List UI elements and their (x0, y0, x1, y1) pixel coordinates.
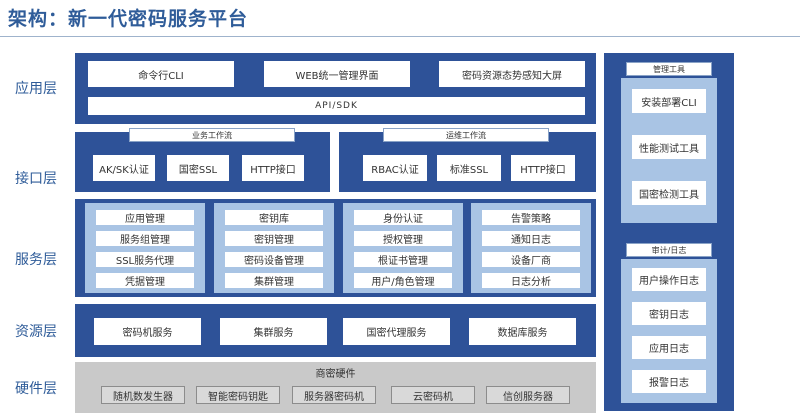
resource-item: 数据库服务 (469, 318, 576, 345)
service-item: 日志分析 (481, 272, 581, 289)
layer-label-interface: 接口层 (15, 171, 57, 187)
service-item: 授权管理 (353, 230, 453, 247)
resource-item: 国密代理服务 (343, 318, 450, 345)
tools-group: 安装部署CLI 性能测试工具 国密检测工具 (621, 78, 717, 223)
interface-item-http-ops: HTTP接口 (511, 155, 575, 181)
app-item-web: WEB统一管理界面 (264, 61, 410, 87)
app-item-dashboard: 密码资源态势感知大屏 (439, 61, 585, 87)
audit-item: 报警日志 (631, 369, 707, 394)
layer-label-service: 服务层 (15, 252, 57, 268)
service-layer-band: 应用管理 服务组管理 SSL服务代理 凭据管理 密钥库 密钥管理 密码设备管理 … (75, 199, 596, 297)
hardware-item: 信创服务器 (486, 386, 570, 404)
service-item: 密钥库 (224, 209, 324, 226)
service-item: 凭据管理 (95, 272, 195, 289)
interface-item-std-ssl: 标准SSL (437, 155, 501, 181)
tool-item: 国密检测工具 (631, 180, 707, 206)
business-flow-title: 业务工作流 (129, 128, 295, 142)
service-item: 设备厂商 (481, 251, 581, 268)
hardware-title: 商密硬件 (315, 369, 356, 380)
hardware-item: 服务器密码机 (292, 386, 376, 404)
interface-item-rbac: RBAC认证 (363, 155, 427, 181)
audit-group: 用户操作日志 密钥日志 应用日志 报警日志 (621, 259, 717, 403)
app-layer-band: 命令行CLI WEB统一管理界面 密码资源态势感知大屏 API/SDK (75, 53, 596, 124)
hardware-item: 智能密码钥匙 (196, 386, 280, 404)
ops-flow-band: 运维工作流 RBAC认证 标准SSL HTTP接口 (339, 128, 596, 192)
interface-item-gm-ssl: 国密SSL (167, 155, 229, 181)
resource-item: 密码机服务 (94, 318, 201, 345)
service-item: 根证书管理 (353, 251, 453, 268)
audit-item: 用户操作日志 (631, 267, 707, 292)
interface-item-http-business: HTTP接口 (242, 155, 304, 181)
layer-label-resource: 资源层 (15, 324, 57, 340)
audit-title: 审计/日志 (626, 243, 712, 257)
layer-label-app: 应用层 (15, 81, 57, 97)
service-group-key: 密钥库 密钥管理 密码设备管理 集群管理 (214, 203, 334, 293)
service-item: 告警策略 (481, 209, 581, 226)
tool-item: 安装部署CLI (631, 88, 707, 114)
business-flow-band: 业务工作流 AK/SK认证 国密SSL HTTP接口 (75, 128, 330, 192)
service-item: 用户/角色管理 (353, 272, 453, 289)
service-group-app: 应用管理 服务组管理 SSL服务代理 凭据管理 (85, 203, 205, 293)
hardware-layer-band: 商密硬件 随机数发生器 智能密码钥匙 服务器密码机 云密码机 信创服务器 (75, 362, 596, 413)
tools-title: 管理工具 (626, 62, 712, 76)
title-divider (0, 36, 800, 37)
service-item: 密码设备管理 (224, 251, 324, 268)
side-panel: 管理工具 安装部署CLI 性能测试工具 国密检测工具 审计/日志 用户操作日志 … (604, 53, 734, 411)
service-item: SSL服务代理 (95, 251, 195, 268)
hardware-item: 云密码机 (391, 386, 475, 404)
service-group-alert: 告警策略 通知日志 设备厂商 日志分析 (471, 203, 591, 293)
layer-label-hardware: 硬件层 (15, 381, 57, 397)
ops-flow-title: 运维工作流 (383, 128, 549, 142)
resource-item: 集群服务 (220, 318, 327, 345)
interface-item-aksk: AK/SK认证 (93, 155, 155, 181)
page-title: 架构：新一代密码服务平台 (8, 8, 249, 30)
service-item: 集群管理 (224, 272, 324, 289)
tool-item: 性能测试工具 (631, 134, 707, 160)
service-item: 通知日志 (481, 230, 581, 247)
audit-item: 密钥日志 (631, 301, 707, 326)
resource-layer-band: 密码机服务 集群服务 国密代理服务 数据库服务 (75, 304, 596, 357)
service-item: 服务组管理 (95, 230, 195, 247)
service-item: 密钥管理 (224, 230, 324, 247)
api-sdk-bar: API/SDK (88, 97, 585, 115)
service-item: 身份认证 (353, 209, 453, 226)
hardware-item: 随机数发生器 (101, 386, 185, 404)
service-item: 应用管理 (95, 209, 195, 226)
app-item-cli: 命令行CLI (88, 61, 234, 87)
audit-item: 应用日志 (631, 335, 707, 360)
service-group-identity: 身份认证 授权管理 根证书管理 用户/角色管理 (343, 203, 463, 293)
